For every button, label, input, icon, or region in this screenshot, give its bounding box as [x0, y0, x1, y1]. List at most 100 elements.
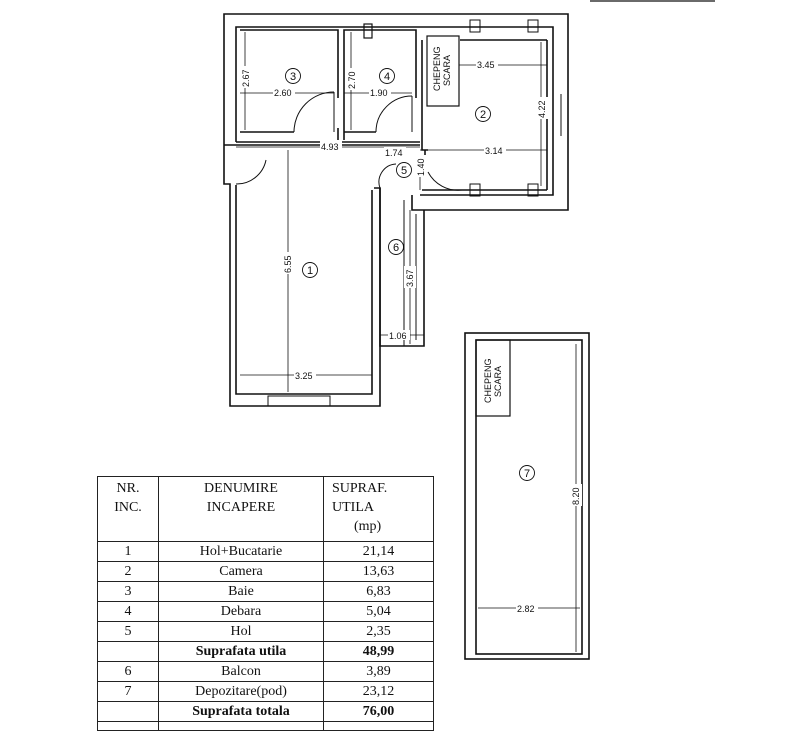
- dim-label-4-22: 4.22: [537, 100, 547, 118]
- room-marker-6: [388, 239, 404, 255]
- header-nr-line: NR.: [116, 481, 140, 496]
- dim-label-3-45: 3.45: [477, 60, 495, 70]
- row-value: 21,14: [323, 541, 434, 562]
- row-name: Hol+Bucatarie: [158, 541, 324, 562]
- area-table: NR. INC. DENUMIRE INCAPERE SUPRAF. UTILA…: [97, 476, 434, 731]
- room-marker-2: [475, 106, 491, 122]
- stair-label-bottom-1: CHEPENG: [483, 358, 493, 403]
- room-number-7: 7: [524, 468, 530, 480]
- row-nr: 5: [97, 621, 159, 642]
- row-name: Depozitare(pod): [158, 681, 324, 702]
- room-number-5: 5: [401, 165, 407, 177]
- table-row: 2 Camera 13,63: [97, 561, 434, 582]
- header-area-line: UTILA: [332, 500, 374, 515]
- room-2-niche: [527, 19, 539, 33]
- row-nr: [97, 641, 159, 662]
- room-2-niche: [527, 183, 539, 197]
- table-row: 6 Balcon 3,89: [97, 661, 434, 682]
- blank-cell: [97, 721, 159, 731]
- table-header-row: NR. INC. DENUMIRE INCAPERE SUPRAF. UTILA…: [97, 476, 434, 542]
- room-3-wall: [240, 29, 339, 98]
- row-name: Baie: [158, 581, 324, 602]
- table-row: 5 Hol 2,35: [97, 621, 434, 642]
- room-number-2: 2: [480, 109, 486, 121]
- room-number-1: 1: [307, 265, 313, 277]
- row-name: Camera: [158, 561, 324, 582]
- room-number-6: 6: [393, 242, 399, 254]
- stair-label-top-1: CHEPENG: [432, 46, 442, 91]
- dim-label-2-67: 2.67: [241, 69, 251, 87]
- blank-cell: [158, 721, 324, 731]
- header-name: DENUMIRE INCAPERE: [158, 476, 324, 542]
- dim-label-1-06: 1.06: [389, 331, 407, 341]
- blank-cell: [323, 721, 434, 731]
- room-number-4: 4: [384, 71, 390, 83]
- room-marker-3: [285, 68, 301, 84]
- room-1-outer-wall: [223, 145, 381, 407]
- room-2-niche: [469, 183, 481, 197]
- row-nr: 7: [97, 681, 159, 702]
- row-value: 3,89: [323, 661, 434, 682]
- row-name: Suprafata utila: [158, 641, 324, 662]
- stair-label-bottom-2: SCARA: [493, 366, 503, 397]
- row-value: 23,12: [323, 681, 434, 702]
- header-name-line: INCAPERE: [206, 500, 276, 515]
- room-1-door: [235, 159, 267, 185]
- row-name: Suprafata totala: [158, 701, 324, 722]
- table-row: 1 Hol+Bucatarie 21,14: [97, 541, 434, 562]
- table-row-partial: [97, 721, 434, 731]
- dim-label-1-90: 1.90: [370, 88, 388, 98]
- row-name: Debara: [158, 601, 324, 622]
- room-5-door: [378, 163, 397, 189]
- row-nr: 2: [97, 561, 159, 582]
- row-name: Balcon: [158, 661, 324, 682]
- dim-label-3-14: 3.14: [485, 146, 503, 156]
- dim-label-4-93: 4.93: [321, 142, 339, 152]
- room-marker-7: [519, 465, 535, 481]
- table-row: 3 Baie 6,83: [97, 581, 434, 602]
- room-marker-4: [379, 68, 395, 84]
- subtotal-row: Suprafata utila 48,99: [97, 641, 434, 662]
- dim-label-1-40: 1.40: [416, 158, 426, 176]
- room-6-wall: [379, 188, 425, 347]
- upper-block-outer-wall: [223, 13, 569, 211]
- room-marker-5: [396, 162, 412, 178]
- room-4-wall: [343, 29, 417, 140]
- row-value: 48,99: [323, 641, 434, 662]
- row-nr: 1: [97, 541, 159, 562]
- room-1-window: [267, 395, 331, 407]
- dim-label-8-20: 8.20: [571, 487, 581, 505]
- table-row: 4 Debara 5,04: [97, 601, 434, 622]
- table-row: 7 Depozitare(pod) 23,12: [97, 681, 434, 702]
- room-number-3: 3: [290, 71, 296, 83]
- upper-block-inner-wall: [235, 26, 554, 196]
- dim-label-1-74: 1.74: [385, 148, 403, 158]
- room-marker-1: [302, 262, 318, 278]
- room-2-niche: [469, 19, 481, 33]
- room-7-outer-wall: [464, 332, 590, 660]
- room-4-door: [375, 95, 413, 133]
- row-nr: 4: [97, 601, 159, 622]
- row-value: 2,35: [323, 621, 434, 642]
- room-2-door: [427, 171, 463, 191]
- stair-hatch-bottom: [475, 339, 511, 417]
- dim-label-2-82: 2.82: [517, 604, 535, 614]
- row-nr: 3: [97, 581, 159, 602]
- room-4-niche: [363, 23, 373, 39]
- header-area-line: (mp): [354, 519, 382, 534]
- stair-hatch-top: [426, 35, 460, 107]
- row-name: Hol: [158, 621, 324, 642]
- room-3-door: [293, 91, 335, 133]
- stair-label-top-2: SCARA: [442, 55, 452, 86]
- dim-label-2-70: 2.70: [347, 71, 357, 89]
- dim-label-3-25: 3.25: [295, 371, 313, 381]
- dim-label-6-55: 6.55: [283, 255, 293, 273]
- row-nr: [97, 701, 159, 722]
- row-value: 5,04: [323, 601, 434, 622]
- header-name-line: DENUMIRE: [204, 481, 278, 496]
- dim-label-2-60: 2.60: [274, 88, 292, 98]
- header-area-line: SUPRAF.: [332, 481, 388, 496]
- header-nr: NR. INC.: [97, 476, 159, 542]
- header-nr-line: INC.: [114, 500, 142, 515]
- total-row: Suprafata totala 76,00: [97, 701, 434, 722]
